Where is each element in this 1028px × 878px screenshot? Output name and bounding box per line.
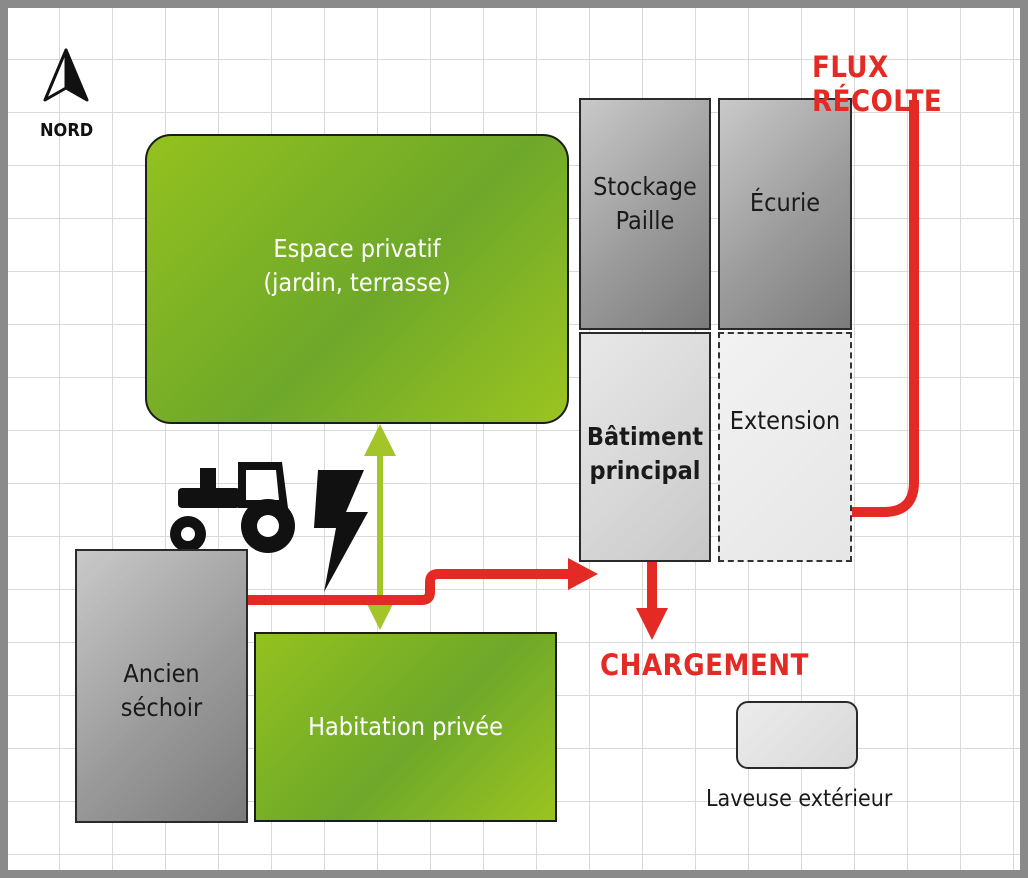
zone-ecurie-label: Écurie [749,188,821,217]
laveuse-exterieur-box [736,701,858,769]
tractor-icon [170,462,295,553]
zone-extension: Extension [718,332,852,562]
zone-habitation-privee-label: Habitation privée [308,712,503,742]
compass-label: NORD [40,120,94,141]
red-arrowhead-right [568,558,598,590]
zone-extension-label: Extension [729,406,841,435]
zone-stockage-paille: Stockage Paille [579,98,711,330]
green-double-arrow [364,424,396,630]
chargement-label: CHARGEMENT [600,648,809,682]
red-flow-main [224,569,572,605]
north-arrow-icon [43,48,89,102]
red-arrowhead-down [636,608,668,640]
zone-batiment-principal: Bâtiment principal [579,332,711,562]
zone-espace-privatif: Espace privatif (jardin, terrasse) [145,134,569,424]
zone-ancien-sechoir: Ancien séchoir [75,549,248,823]
flux-recolte-label: FLUX RÉCOLTE [812,50,943,118]
zone-batiment-principal-label: Bâtiment principal [586,422,704,485]
zone-ancien-sechoir-label: Ancien séchoir [120,659,203,722]
zone-ecurie: Écurie [718,98,852,330]
laveuse-exterieur-label: Laveuse extérieur [706,786,893,812]
zone-espace-privatif-label: Espace privatif (jardin, terrasse) [263,234,451,297]
zone-habitation-privee: Habitation privée [254,632,557,822]
lightning-icon [314,470,368,592]
zone-stockage-paille-label: Stockage Paille [593,172,697,235]
